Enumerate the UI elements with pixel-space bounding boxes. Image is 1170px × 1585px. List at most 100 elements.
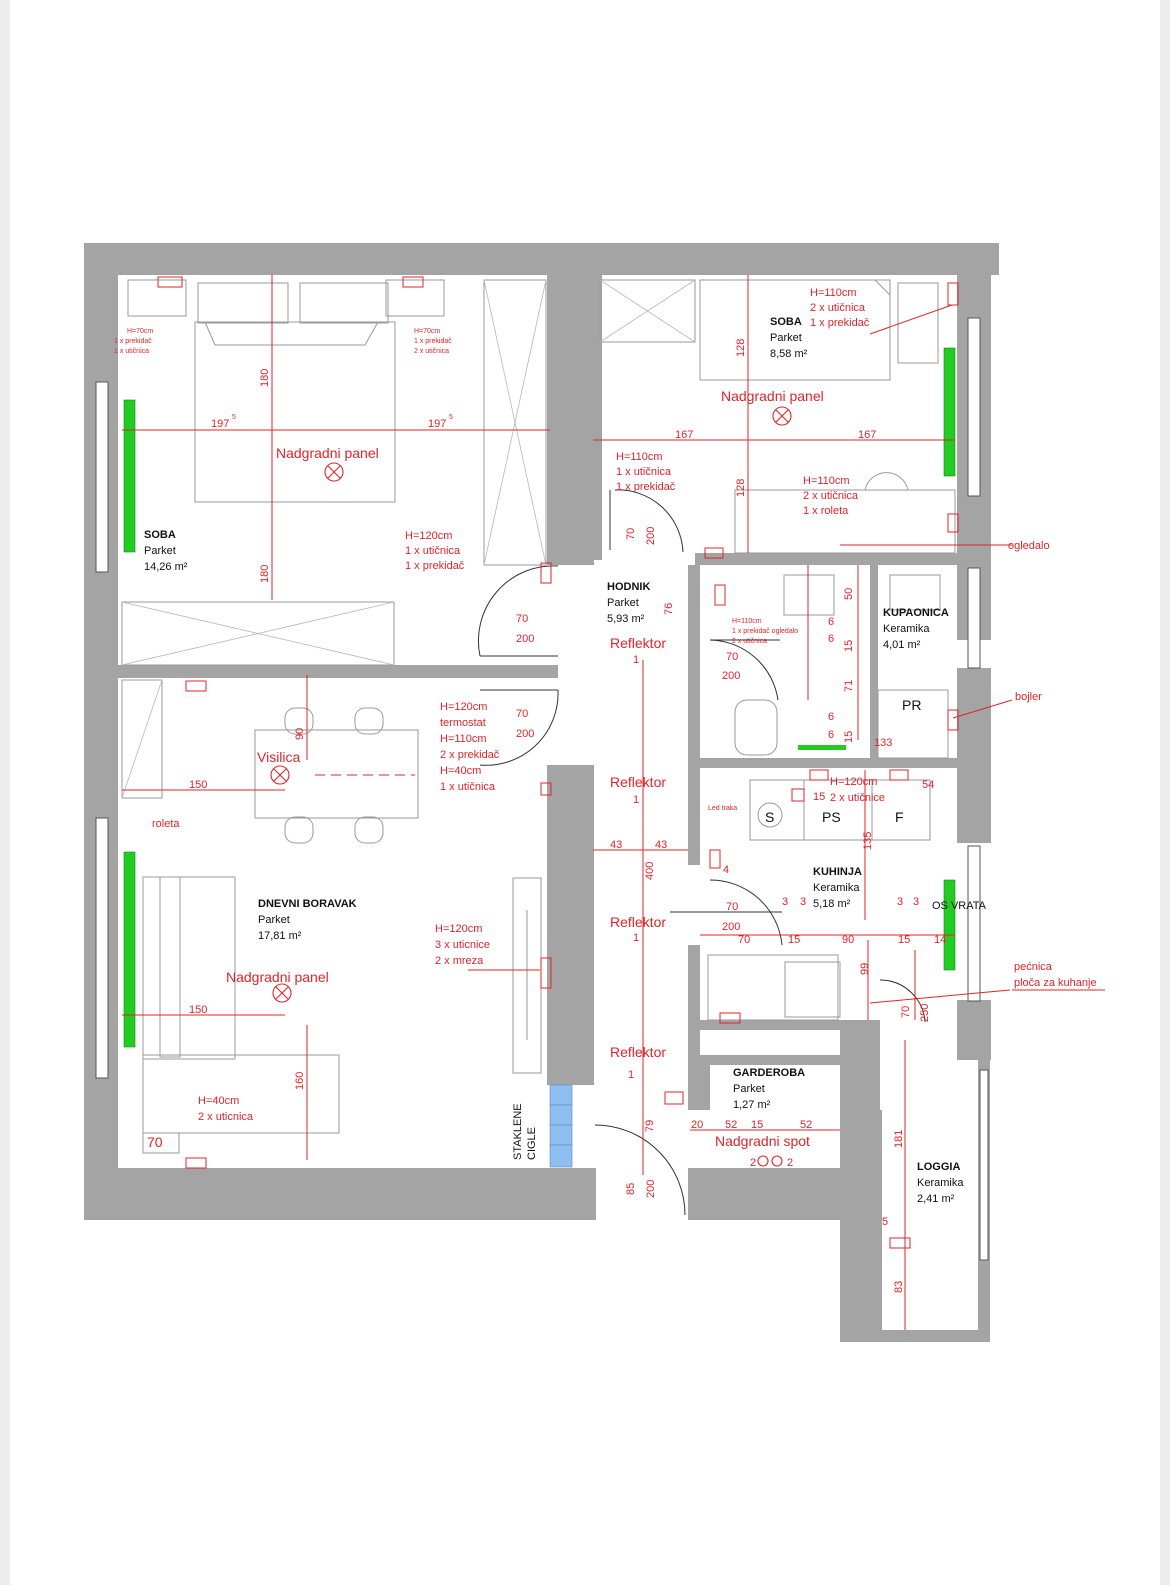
spot-icon bbox=[757, 1155, 783, 1167]
svg-text:6: 6 bbox=[828, 633, 834, 645]
note-n9: H=40cm 2 x uticnica bbox=[198, 1095, 254, 1123]
svg-text:1: 1 bbox=[633, 932, 639, 944]
room-dnevni-boravak: DNEVNI BORAVAK Parket 17,81 m² bbox=[258, 898, 357, 942]
note-n7: H=120cm termostat H=110cm 2 x prekidač H… bbox=[440, 701, 500, 793]
note-n11: H=120cm 2 x utičnice bbox=[830, 776, 885, 804]
svg-text:167: 167 bbox=[675, 429, 693, 441]
svg-text:H=70cm: H=70cm bbox=[414, 328, 440, 335]
note-n8: H=120cm 3 x uticnice 2 x mreza bbox=[435, 923, 490, 967]
svg-text:6: 6 bbox=[828, 729, 834, 741]
svg-text:70: 70 bbox=[738, 934, 750, 946]
pecnica-label: pećnica bbox=[1014, 961, 1053, 973]
os-vrata-label: OS VRATA bbox=[932, 900, 987, 912]
svg-text:H=110cm: H=110cm bbox=[732, 618, 762, 625]
svg-text:1: 1 bbox=[633, 794, 639, 806]
note-n1: H=70cm 1 x prekidač 1 x utičnica bbox=[114, 328, 153, 355]
svg-text:85: 85 bbox=[625, 1183, 637, 1195]
svg-text:2: 2 bbox=[750, 1157, 756, 1169]
svg-text:180: 180 bbox=[259, 369, 271, 387]
panel-label: Nadgradni panel bbox=[276, 445, 379, 461]
spot-label: Nadgradni spot bbox=[715, 1133, 810, 1149]
svg-text:5: 5 bbox=[882, 1216, 888, 1228]
windows bbox=[95, 317, 989, 1261]
svg-text:1 x utičnica: 1 x utičnica bbox=[616, 466, 672, 478]
svg-text:70: 70 bbox=[726, 901, 738, 913]
svg-text:H=40cm: H=40cm bbox=[198, 1095, 239, 1107]
svg-text:150: 150 bbox=[189, 779, 207, 791]
ogledalo-label: ogledalo bbox=[1008, 540, 1050, 552]
room-name: DNEVNI BORAVAK bbox=[258, 898, 357, 910]
room-hodnik: HODNIK Parket 5,93 m² bbox=[607, 581, 650, 625]
room-name: HODNIK bbox=[607, 581, 650, 593]
svg-text:135: 135 bbox=[862, 832, 874, 850]
staklene-label: STAKLENE bbox=[512, 1103, 524, 1160]
svg-text:160: 160 bbox=[294, 1072, 306, 1090]
svg-text:167: 167 bbox=[858, 429, 876, 441]
sink-label: S bbox=[765, 809, 774, 825]
svg-text:15: 15 bbox=[898, 934, 910, 946]
note-n10: H=110cm 1 x prekidač ogledalo 2 x utični… bbox=[732, 618, 798, 645]
svg-text:76: 76 bbox=[663, 603, 675, 615]
room-garderoba: GARDEROBA Parket 1,27 m² bbox=[733, 1067, 805, 1111]
svg-text:4: 4 bbox=[723, 864, 729, 876]
glass-bricks bbox=[549, 1084, 573, 1168]
dimension-numbers: 197 5 197 5 180 180 128 128 167 167 70 2… bbox=[147, 339, 946, 1293]
svg-text:2 x utičnica: 2 x utičnica bbox=[414, 348, 449, 355]
svg-text:termostat: termostat bbox=[440, 717, 486, 729]
room-floor: Parket bbox=[733, 1083, 765, 1095]
reflektor-label: Reflektor bbox=[610, 635, 666, 651]
svg-text:15: 15 bbox=[843, 640, 855, 652]
svg-text:70: 70 bbox=[625, 528, 637, 540]
room-area: 5,18 m² bbox=[813, 898, 851, 910]
svg-text:1 x prekidač: 1 x prekidač bbox=[405, 560, 465, 572]
svg-text:90: 90 bbox=[294, 728, 306, 740]
svg-text:181: 181 bbox=[893, 1130, 905, 1148]
svg-text:1 x utičnica: 1 x utičnica bbox=[405, 545, 461, 557]
svg-text:3: 3 bbox=[913, 896, 919, 908]
svg-text:128: 128 bbox=[735, 479, 747, 497]
svg-text:83: 83 bbox=[893, 1281, 905, 1293]
svg-text:H=120cm: H=120cm bbox=[830, 776, 877, 788]
bojler-label: bojler bbox=[1015, 691, 1042, 703]
svg-text:14: 14 bbox=[934, 934, 946, 946]
floor-plan: SOBA Parket 14,26 m² SOBA Parket 8,58 m²… bbox=[84, 243, 1105, 1342]
svg-text:15: 15 bbox=[751, 1119, 763, 1131]
svg-text:2: 2 bbox=[787, 1157, 793, 1169]
svg-text:200: 200 bbox=[645, 1180, 657, 1198]
svg-text:1 x prekidač: 1 x prekidač bbox=[114, 338, 152, 345]
room-floor: Keramika bbox=[917, 1177, 964, 1189]
svg-text:99: 99 bbox=[859, 963, 871, 975]
svg-text:3: 3 bbox=[897, 896, 903, 908]
svg-text:2 x uticnica: 2 x uticnica bbox=[198, 1111, 254, 1123]
svg-text:H=70cm: H=70cm bbox=[127, 328, 153, 335]
room-floor: Keramika bbox=[813, 882, 860, 894]
svg-text:200: 200 bbox=[722, 670, 740, 682]
room-area: 4,01 m² bbox=[883, 639, 921, 651]
drawing-sheet: SOBA Parket 14,26 m² SOBA Parket 8,58 m²… bbox=[10, 0, 1160, 1585]
svg-text:150: 150 bbox=[189, 1004, 207, 1016]
panel-label: Nadgradni panel bbox=[226, 969, 329, 985]
svg-text:2 x utičnica: 2 x utičnica bbox=[732, 638, 767, 645]
room-soba-1: SOBA Parket 14,26 m² bbox=[144, 529, 188, 573]
svg-text:128: 128 bbox=[735, 339, 747, 357]
svg-text:1: 1 bbox=[633, 654, 639, 666]
svg-text:50: 50 bbox=[843, 588, 855, 600]
room-area: 2,41 m² bbox=[917, 1193, 955, 1205]
svg-text:70: 70 bbox=[516, 708, 528, 720]
svg-text:1 x prekidač ogledalo: 1 x prekidač ogledalo bbox=[732, 628, 798, 635]
room-name: SOBA bbox=[144, 529, 176, 541]
room-area: 8,58 m² bbox=[770, 348, 808, 360]
svg-text:133: 133 bbox=[874, 737, 892, 749]
svg-text:43: 43 bbox=[655, 839, 667, 851]
svg-text:43: 43 bbox=[610, 839, 622, 851]
walls bbox=[84, 243, 999, 1342]
ploca-label: ploča za kuhanje bbox=[1014, 977, 1097, 989]
svg-text:1 x utičnica: 1 x utičnica bbox=[114, 348, 149, 355]
svg-text:90: 90 bbox=[842, 934, 854, 946]
svg-text:54: 54 bbox=[922, 779, 934, 791]
note-n5: H=110cm 2 x utičnica 1 x roleta bbox=[803, 475, 859, 517]
wall-heaters bbox=[123, 347, 956, 1048]
svg-text:3 x uticnice: 3 x uticnice bbox=[435, 939, 490, 951]
svg-text:H=110cm: H=110cm bbox=[616, 451, 663, 463]
svg-text:1: 1 bbox=[628, 1069, 634, 1081]
